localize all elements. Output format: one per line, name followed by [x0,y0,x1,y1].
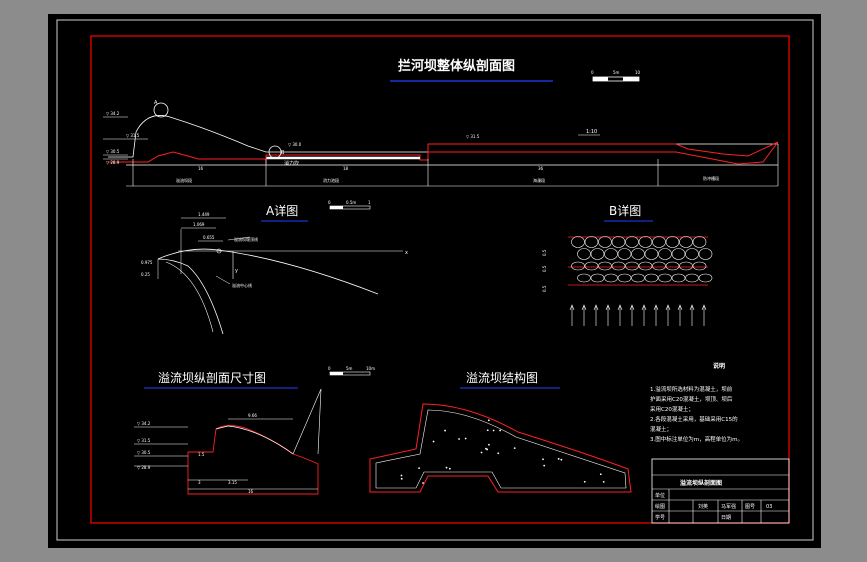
drawing-canvas: 拦河坝整体纵剖面图 0 5m 10 A B 消力坎 ▽ 34.2 ▽ 31.5 [56,19,814,541]
svg-text:▽ 31.5: ▽ 31.5 [137,438,151,443]
svg-text:▽ 30.0: ▽ 30.0 [288,142,302,147]
detail-b-title: B详图 [609,203,641,218]
detail-b: B详图 0.5 0.5 0.5 [542,203,713,326]
main-title: 拦河坝整体纵剖面图 [398,58,515,74]
svg-text:溢流中心线: 溢流中心线 [232,282,252,288]
svg-text:3.15: 3.15 [228,480,237,485]
svg-text:18: 18 [343,166,349,171]
svg-text:A: A [154,100,158,106]
svg-text:▽ 34.2: ▽ 34.2 [137,421,151,426]
dam-dimension-drawing: 溢流坝纵剖面尺寸图 0 5m 10m 9.66 ▽ 34.2 ▽ 31.5 ▽ … [134,366,375,495]
svg-text:0.5: 0.5 [542,265,547,272]
svg-text:1.069: 1.069 [193,222,205,227]
svg-text:▽ 28.9: ▽ 28.9 [137,465,151,470]
svg-text:▽ 30.5: ▽ 30.5 [106,149,120,154]
svg-text:16: 16 [248,489,254,494]
longitudinal-section: A B 消力坎 ▽ 34.2 ▽ 31.5 ▽ 30.5 ▽ 28.9 ▽ 30… [103,100,779,187]
svg-text:溢流坝段: 溢流坝段 [176,177,192,183]
svg-text:1:10: 1:10 [586,129,597,135]
svg-text:03: 03 [766,504,772,510]
svg-text:马军强: 马军强 [721,503,736,510]
svg-text:0.5m: 0.5m [346,200,356,205]
svg-text:日期: 日期 [721,515,731,521]
svg-text:36: 36 [538,166,544,171]
detail-a: A详图 0 0.5m 1 x y 1.449 1.069 0.655 0.975… [141,200,408,335]
svg-text:y: y [235,268,238,274]
svg-text:单位: 单位 [655,492,665,499]
svg-text:3.图中标注单位为m，高程单位为m。: 3.图中标注单位为m，高程单位为m。 [650,435,743,443]
svg-text:采用C20混凝土；: 采用C20混凝土； [650,405,694,413]
notes-heading: 说明 [713,362,725,370]
svg-text:10m: 10m [366,366,375,371]
svg-text:5m: 5m [346,366,353,371]
svg-text:0: 0 [328,200,331,205]
dam-dims-title: 溢流坝纵剖面尺寸图 [158,371,266,385]
svg-text:▽ 31.5: ▽ 31.5 [466,134,480,139]
title-block-title: 溢流坝纵剖面图 [680,479,722,487]
svg-text:1.溢流坝所选材料为混凝土，坝前: 1.溢流坝所选材料为混凝土，坝前 [650,385,733,393]
svg-text:1.5: 1.5 [198,452,205,457]
outer-frame [56,19,814,541]
svg-text:B: B [281,150,285,156]
svg-text:▽ 28.9: ▽ 28.9 [106,160,120,165]
svg-text:2.各段混凝土采用，基础采用C15的: 2.各段混凝土采用，基础采用C15的 [650,415,738,423]
svg-text:x: x [405,250,408,256]
svg-text:0.655: 0.655 [203,235,215,240]
title-block: 溢流坝纵剖面图 单位 绘图 刘英 马军强 图号 03 学号 日期 [651,458,790,524]
dam-structure-drawing: 溢流坝结构图 [369,370,632,493]
svg-text:溢流坝堰顶线: 溢流坝堰顶线 [234,236,258,242]
svg-text:刘英: 刘英 [698,503,708,510]
inner-frame [90,35,790,524]
svg-text:消力池段: 消力池段 [323,177,339,183]
svg-text:防冲槽段: 防冲槽段 [703,175,719,181]
svg-text:绘图: 绘图 [655,503,665,510]
svg-text:混凝土；: 混凝土； [650,425,672,433]
svg-text:0.5: 0.5 [542,249,547,256]
svg-text:16: 16 [198,166,204,171]
svg-text:海漫段: 海漫段 [533,177,545,183]
main-scale-bar: 0 5m 10 [591,70,641,82]
svg-text:0: 0 [591,70,594,75]
svg-text:护面采用C20混凝土，坝顶、坝后: 护面采用C20混凝土，坝顶、坝后 [650,395,733,403]
svg-text:0.5: 0.5 [542,285,547,292]
svg-text:1: 1 [368,200,371,205]
detail-a-title: A详图 [266,203,298,218]
svg-text:0.975: 0.975 [141,260,153,265]
svg-text:10: 10 [635,70,641,75]
svg-text:消力坎: 消力坎 [284,160,299,167]
svg-text:▽ 34.2: ▽ 34.2 [106,111,120,116]
svg-text:0: 0 [328,366,331,371]
svg-text:▽ 30.5: ▽ 30.5 [137,450,151,455]
svg-text:图号: 图号 [745,504,755,510]
cad-sheet: 拦河坝整体纵剖面图 0 5m 10 A B 消力坎 ▽ 34.2 ▽ 31.5 [48,14,821,548]
svg-text:▽ 31.5: ▽ 31.5 [126,133,140,138]
svg-text:学号: 学号 [655,514,665,521]
svg-text:3: 3 [198,480,201,485]
dam-struct-title: 溢流坝结构图 [466,370,538,385]
svg-text:9.66: 9.66 [248,413,257,418]
svg-text:1.449: 1.449 [198,212,210,217]
svg-text:5m: 5m [613,70,620,75]
notes: 说明 1.溢流坝所选材料为混凝土，坝前 护面采用C20混凝土，坝顶、坝后 采用C… [650,362,743,443]
svg-text:0.25: 0.25 [141,272,150,277]
